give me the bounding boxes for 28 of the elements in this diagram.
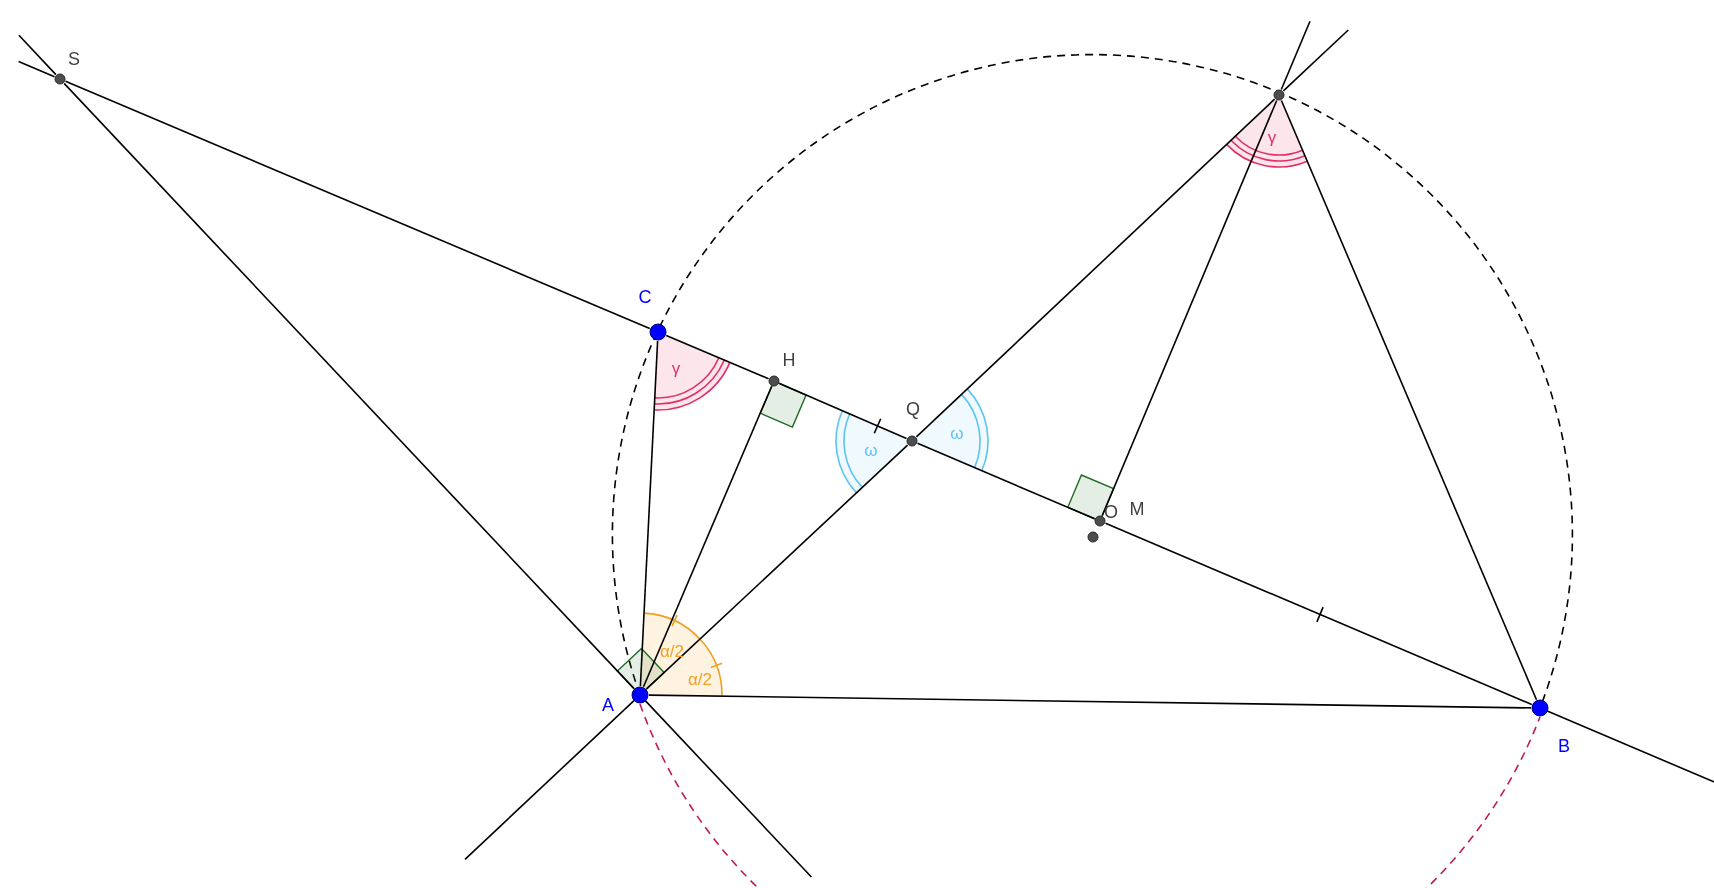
angle-label: α/2 bbox=[688, 670, 712, 690]
angle-label: α/2 bbox=[660, 642, 684, 662]
point-label: A bbox=[602, 694, 614, 715]
line-segment bbox=[648, 694, 1532, 709]
line-segment bbox=[916, 442, 1096, 520]
point-label: Q bbox=[906, 398, 920, 419]
point-label: S bbox=[68, 48, 80, 69]
line-segment bbox=[642, 385, 773, 688]
angle-label: ω bbox=[864, 441, 878, 461]
line-segment bbox=[63, 82, 635, 690]
line-segment bbox=[64, 80, 651, 330]
angle-label: γ bbox=[671, 359, 681, 379]
dashed-circle-arc bbox=[639, 703, 1541, 888]
line-segment bbox=[1104, 522, 1533, 706]
angle-label: γ bbox=[1267, 128, 1277, 148]
point-label: B bbox=[1558, 735, 1570, 756]
point-label: O bbox=[1104, 501, 1118, 522]
line-segment bbox=[1280, 99, 1538, 701]
line-segment bbox=[645, 444, 909, 690]
line-segment bbox=[915, 98, 1276, 438]
line-segment bbox=[778, 382, 908, 440]
point-label: H bbox=[782, 349, 796, 370]
point-label: M bbox=[1129, 498, 1145, 519]
line-segment bbox=[1101, 99, 1278, 517]
angle-label: ω bbox=[950, 424, 964, 444]
line-segment bbox=[665, 334, 770, 380]
line-segment bbox=[639, 340, 659, 687]
point-label: C bbox=[638, 286, 652, 307]
